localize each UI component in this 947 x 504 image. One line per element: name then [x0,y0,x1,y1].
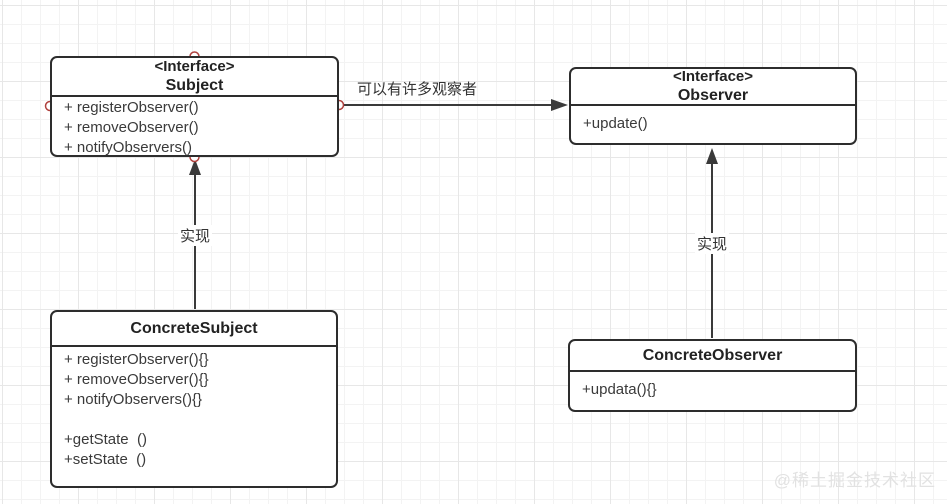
class-members-concrete-observer: +updata(){} [570,372,855,400]
class-box-concrete-observer[interactable]: ConcreteObserver +updata(){} [568,339,857,412]
member-line: +update() [583,115,648,132]
class-name: ConcreteObserver [642,347,783,364]
member-line: +getState () [64,431,147,448]
class-box-subject[interactable]: <Interface> Subject + registerObserver()… [50,56,339,157]
member-line: +updata(){} [582,381,657,398]
class-box-concrete-subject[interactable]: ConcreteSubject + registerObserver(){} +… [50,310,338,488]
member-line-blank [64,410,330,430]
stereotype-label: <Interface> [154,58,235,75]
class-name: Observer [677,87,749,104]
arrowhead-right-icon [551,99,568,111]
class-members-observer: +update() [571,106,855,134]
stereotype-label: <Interface> [672,68,754,85]
class-header-observer: <Interface> Observer [571,69,855,106]
class-name: ConcreteSubject [130,320,258,337]
class-header-concrete-subject: ConcreteSubject [52,312,336,347]
edge-label-implements-left: 实现 [177,225,213,246]
member-line: + notifyObservers(){} [64,391,202,408]
class-members-subject: + registerObserver() + removeObserver() … [52,97,337,156]
member-line: + registerObserver() [64,99,199,116]
class-box-observer[interactable]: <Interface> Observer +update() [569,67,857,145]
watermark: @稀土掘金技术社区 [773,471,936,490]
member-line: + notifyObservers() [64,139,192,156]
class-header-concrete-observer: ConcreteObserver [570,341,855,372]
member-line: + registerObserver(){} [64,351,209,368]
class-name: Subject [165,77,224,94]
arrowhead-up-icon [706,148,718,164]
member-line: + removeObserver() [64,119,199,136]
member-line: +setState () [64,451,147,468]
edge-label-implements-right: 实现 [694,233,730,254]
edge-label-many-observers: 可以有许多观察者 [357,81,478,98]
edge-subject-observer[interactable] [343,99,568,111]
class-members-concrete-subject: + registerObserver(){} + removeObserver(… [52,347,336,470]
class-header-subject: <Interface> Subject [52,58,337,97]
member-line: + removeObserver(){} [64,371,209,388]
arrowhead-up-icon [189,159,201,175]
